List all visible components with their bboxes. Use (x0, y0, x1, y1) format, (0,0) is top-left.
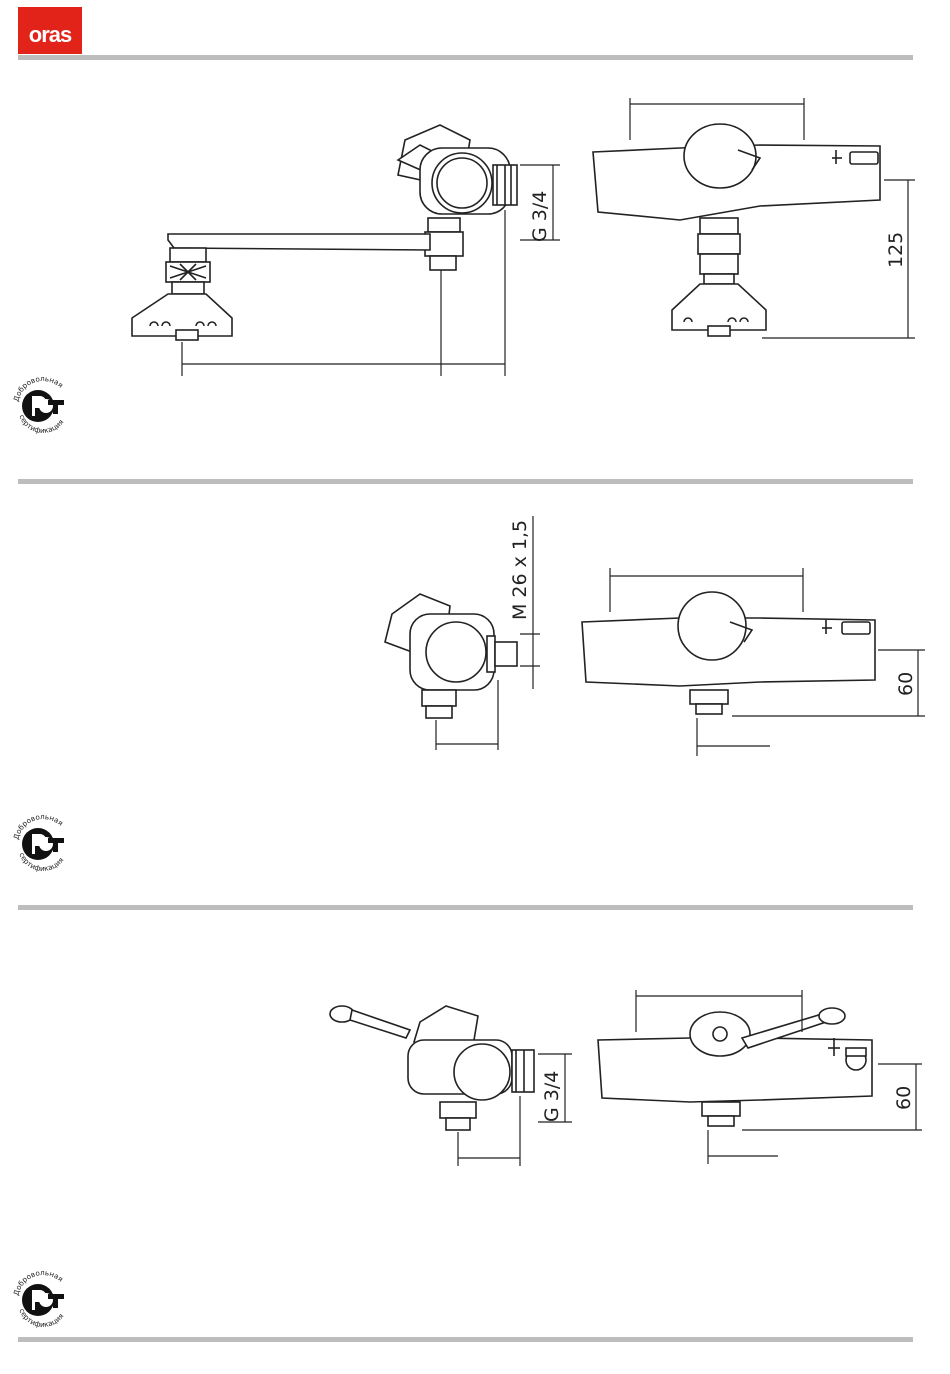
logo-text: oras (18, 24, 82, 46)
front-view-body-2 (582, 592, 875, 714)
pct-certificate-icon: Добровольная сертификация (10, 1266, 76, 1332)
faucet-drawing-3: G 3/4 60 (0, 910, 950, 1338)
height-dimension-label-3: 60 (893, 1086, 915, 1110)
faucet-drawing-1: G 3/4 125 (0, 60, 950, 480)
height-dimension-label-2: 60 (895, 672, 917, 696)
spout-arm (132, 234, 430, 340)
pct-certificate-icon: Добровольная сертификация (10, 810, 76, 876)
faucet-drawing-2: M 26 x 1,5 60 (0, 484, 950, 906)
side-view-head-3 (330, 1006, 534, 1130)
certification-mark-3: Добровольная сертификация (10, 1266, 76, 1332)
pct-certificate-icon: Добровольная сертификация (10, 372, 76, 438)
oras-logo: oras (18, 7, 82, 54)
height-dimension-label: 125 (885, 232, 907, 268)
section-1: G 3/4 125 Добровольн (0, 60, 950, 480)
front-view-body-3 (598, 1008, 872, 1126)
section-3: G 3/4 60 Добровольная (0, 910, 950, 1338)
certification-mark-2: Добровольная сертификация (10, 810, 76, 876)
side-view-head-2 (385, 594, 517, 718)
footer-rule (18, 1337, 913, 1342)
certification-mark: Добровольная сертификация (10, 372, 76, 438)
front-view-body (593, 124, 880, 336)
connection-size-label: G 3/4 (529, 191, 551, 242)
connection-size-label-2: M 26 x 1,5 (509, 520, 531, 620)
connection-size-label-3: G 3/4 (541, 1071, 563, 1122)
section-2: M 26 x 1,5 60 Добровольная сертификация (0, 484, 950, 906)
